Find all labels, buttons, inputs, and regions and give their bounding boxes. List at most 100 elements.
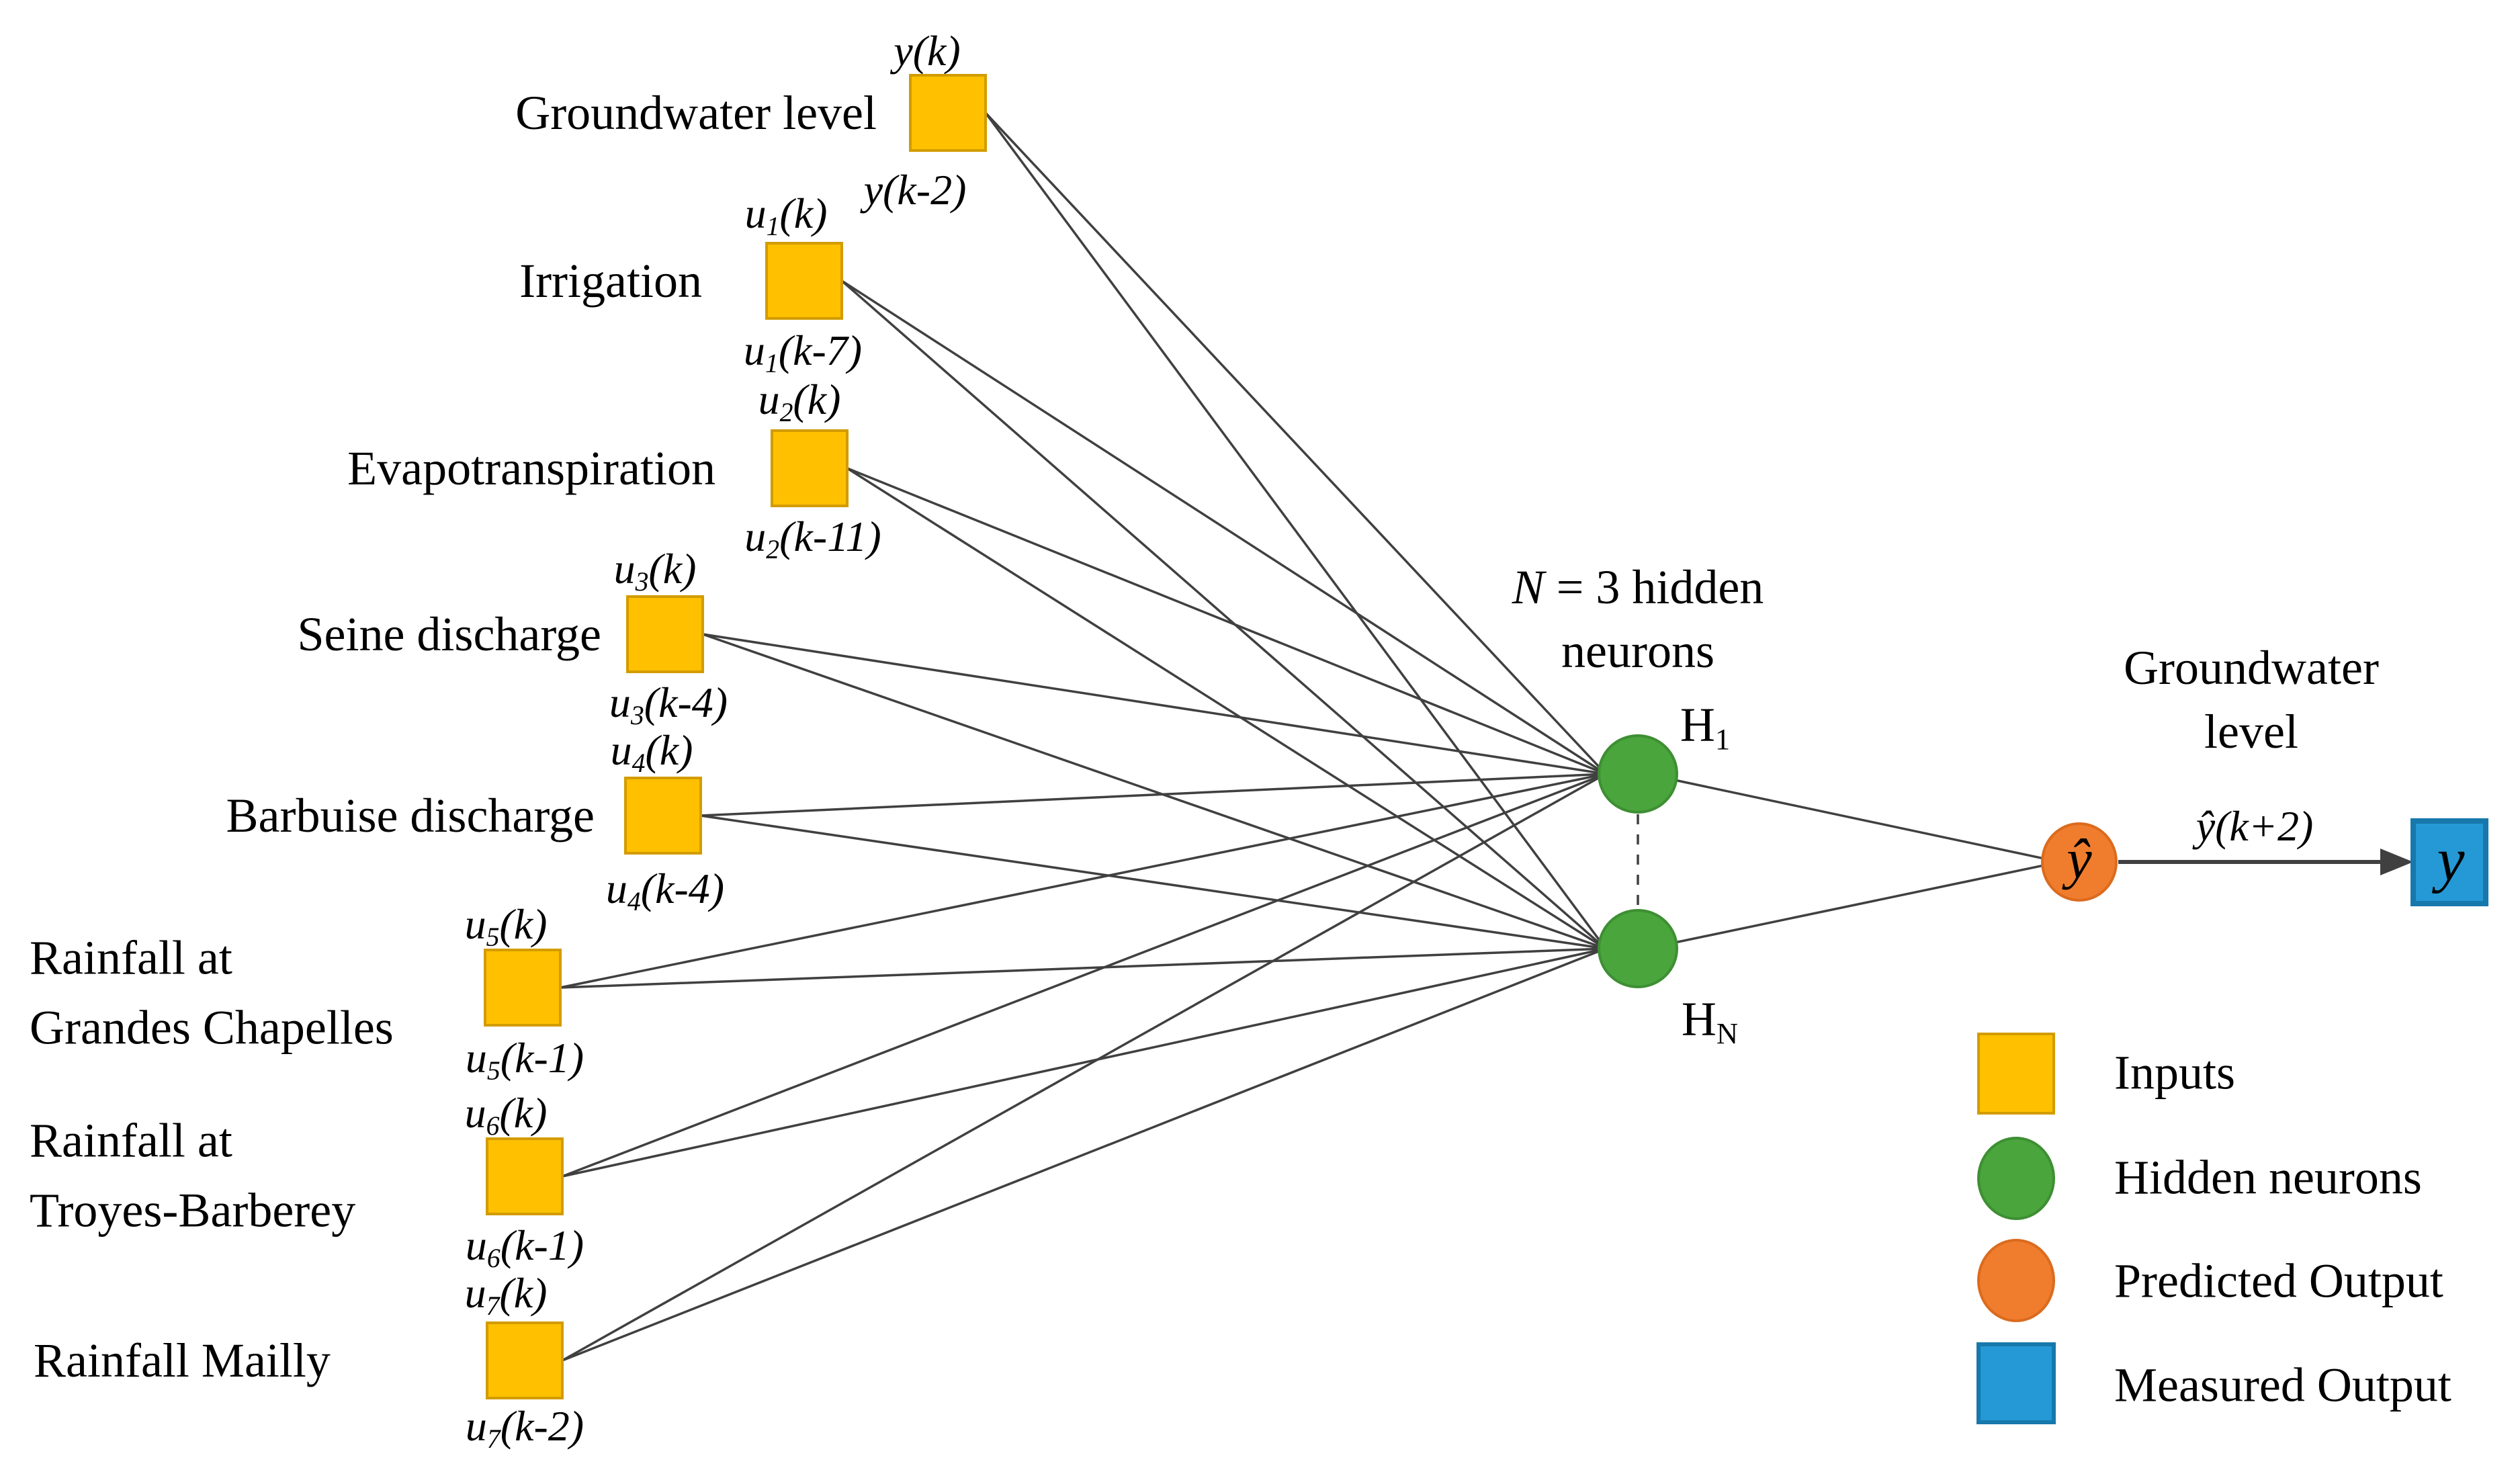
tag-post: (k) bbox=[793, 376, 841, 423]
tag-post: (k-11) bbox=[779, 513, 881, 560]
tag-post: (k-4) bbox=[640, 865, 725, 912]
legend-inputs-swatch bbox=[1977, 1033, 2055, 1115]
connection-line bbox=[560, 773, 1606, 989]
input-label-rainfall-troyes-barberey: Rainfall at Troyes-Barberey bbox=[30, 1113, 356, 1238]
tag-pre: u bbox=[465, 1034, 487, 1082]
connection-line bbox=[562, 947, 1606, 1362]
tag-post: (k) bbox=[499, 1089, 548, 1137]
tag-pre: u bbox=[744, 189, 767, 237]
tag-pre: u bbox=[613, 545, 636, 593]
input-node-barbuise-discharge bbox=[624, 777, 702, 855]
tag-post: (k-4) bbox=[644, 679, 728, 726]
output-title-line1: Groundwater bbox=[2124, 640, 2379, 695]
legend-label-inputs: Inputs bbox=[2114, 1045, 2235, 1100]
input-tag-bottom-2: u2(k-11) bbox=[744, 512, 881, 563]
input-tag-bottom-3: u3(k-4) bbox=[609, 678, 728, 731]
tag-pre: u bbox=[758, 376, 780, 423]
input-tag-top-1: u1(k) bbox=[744, 189, 828, 242]
legend-label-hidden-neurons: Hidden neurons bbox=[2114, 1150, 2422, 1205]
tag-post: (k-2) bbox=[500, 1402, 584, 1450]
tag-sub: 1 bbox=[766, 212, 780, 242]
tag-pre: u bbox=[465, 1221, 487, 1269]
tag-pre: u bbox=[465, 1402, 487, 1450]
hidden-neuron-label-hn: HN bbox=[1681, 992, 1738, 1049]
tag-pre: u bbox=[610, 726, 632, 774]
tag-post: (k-1) bbox=[500, 1034, 584, 1082]
prediction-arrowhead-icon bbox=[2380, 849, 2413, 875]
hidden-layer-title-line2: neurons bbox=[1561, 624, 1714, 678]
input-node-rainfall-troyes-barberey bbox=[486, 1137, 564, 1215]
input-node-rainfall-grandes-chapelles bbox=[484, 949, 562, 1027]
input-tag-top-6: u6(k) bbox=[465, 1088, 548, 1141]
tag-pre: u bbox=[464, 900, 486, 948]
connection-line bbox=[840, 279, 1607, 950]
input-tag-bottom-6: u6(k-1) bbox=[465, 1221, 584, 1274]
output-title-line2: level bbox=[2204, 705, 2298, 758]
h-base: H bbox=[1680, 697, 1715, 752]
connection-line bbox=[562, 773, 1606, 1362]
h-base: H bbox=[1681, 992, 1717, 1046]
tag-sub: 5 bbox=[486, 1056, 501, 1086]
input-node-evapotranspiration bbox=[771, 429, 849, 507]
hidden-layer-title-line1: N = 3 hidden bbox=[1512, 556, 1764, 619]
tag-post: (k) bbox=[779, 189, 828, 237]
input-label-barbuise-discharge: Barbuise discharge bbox=[226, 788, 595, 842]
tag-sub: 6 bbox=[486, 1111, 500, 1141]
measured-output-node bbox=[2410, 818, 2488, 906]
input-tag-bottom-7: u7(k-2) bbox=[465, 1401, 584, 1455]
tag-sub: 6 bbox=[486, 1244, 501, 1274]
connection-line bbox=[562, 947, 1606, 1178]
input-tag-bottom-1: u1(k-7) bbox=[743, 326, 862, 377]
input-label-groundwater-level: Groundwater level bbox=[515, 85, 877, 140]
input-tag-top-2: u2(k) bbox=[758, 375, 841, 426]
legend-hidden-neurons-swatch bbox=[1977, 1137, 2055, 1220]
tag-pre: u bbox=[609, 679, 631, 726]
legend-label-measured-output: Measured Output bbox=[2114, 1358, 2451, 1412]
predicted-output-symbol: ŷ bbox=[2067, 828, 2092, 891]
connection-line bbox=[1645, 863, 2051, 950]
input-tag-bottom-4: u4(k-4) bbox=[605, 864, 725, 917]
hidden-count-symbol: N bbox=[1512, 560, 1545, 614]
input-node-seine-discharge bbox=[626, 595, 704, 673]
tag-pre: u bbox=[605, 865, 627, 912]
tag-sub: 7 bbox=[486, 1291, 500, 1321]
connection-line bbox=[700, 814, 1606, 950]
connection-line bbox=[1645, 773, 2051, 861]
hidden-layer-title: N = 3 hidden neurons bbox=[1512, 556, 1764, 683]
input-node-irrigation bbox=[765, 242, 843, 320]
tag-sub: 3 bbox=[630, 701, 644, 731]
tag-sub: 4 bbox=[627, 887, 641, 917]
output-title: Groundwater level bbox=[2124, 636, 2379, 764]
connection-line bbox=[702, 633, 1606, 775]
tag-post: (k) bbox=[499, 1269, 548, 1317]
legend-measured-output-swatch bbox=[1976, 1342, 2056, 1424]
hidden-neuron-hn bbox=[1598, 909, 1678, 988]
tag-sub: 5 bbox=[486, 922, 500, 953]
connection-line bbox=[984, 112, 1607, 950]
connection-line bbox=[984, 112, 1607, 775]
input-tag-bottom-5: u5(k-1) bbox=[465, 1033, 584, 1086]
tag-post: (k-1) bbox=[500, 1221, 584, 1269]
input-node-groundwater-level bbox=[909, 74, 987, 152]
tag-pre: u bbox=[464, 1269, 486, 1317]
h-sub: 1 bbox=[1714, 722, 1731, 756]
tag-post: (k) bbox=[499, 900, 548, 948]
tag-pre: u bbox=[743, 327, 765, 374]
hidden-neuron-h1 bbox=[1598, 734, 1678, 814]
input-tag-top-7: u7(k) bbox=[464, 1268, 548, 1321]
hidden-neuron-label-h1: H1 bbox=[1680, 697, 1731, 756]
input-tag-top-4: u4(k) bbox=[610, 726, 693, 779]
connection-line bbox=[702, 633, 1606, 950]
input-tag-bottom-0: y(k-2) bbox=[864, 165, 967, 215]
tag-sub: 4 bbox=[632, 748, 646, 779]
tag-sub: 7 bbox=[486, 1424, 501, 1455]
tag-sub: 3 bbox=[635, 567, 649, 597]
input-label-evapotranspiration: Evapotranspiration bbox=[347, 441, 715, 495]
connection-line bbox=[846, 467, 1606, 950]
input-tag-top-3: u3(k) bbox=[613, 544, 697, 597]
tag-pre: y bbox=[863, 166, 883, 214]
tag-post: (k) bbox=[912, 27, 961, 75]
prediction-arrow-label: ŷ(k+2) bbox=[2196, 802, 2314, 850]
connection-line bbox=[560, 947, 1606, 989]
